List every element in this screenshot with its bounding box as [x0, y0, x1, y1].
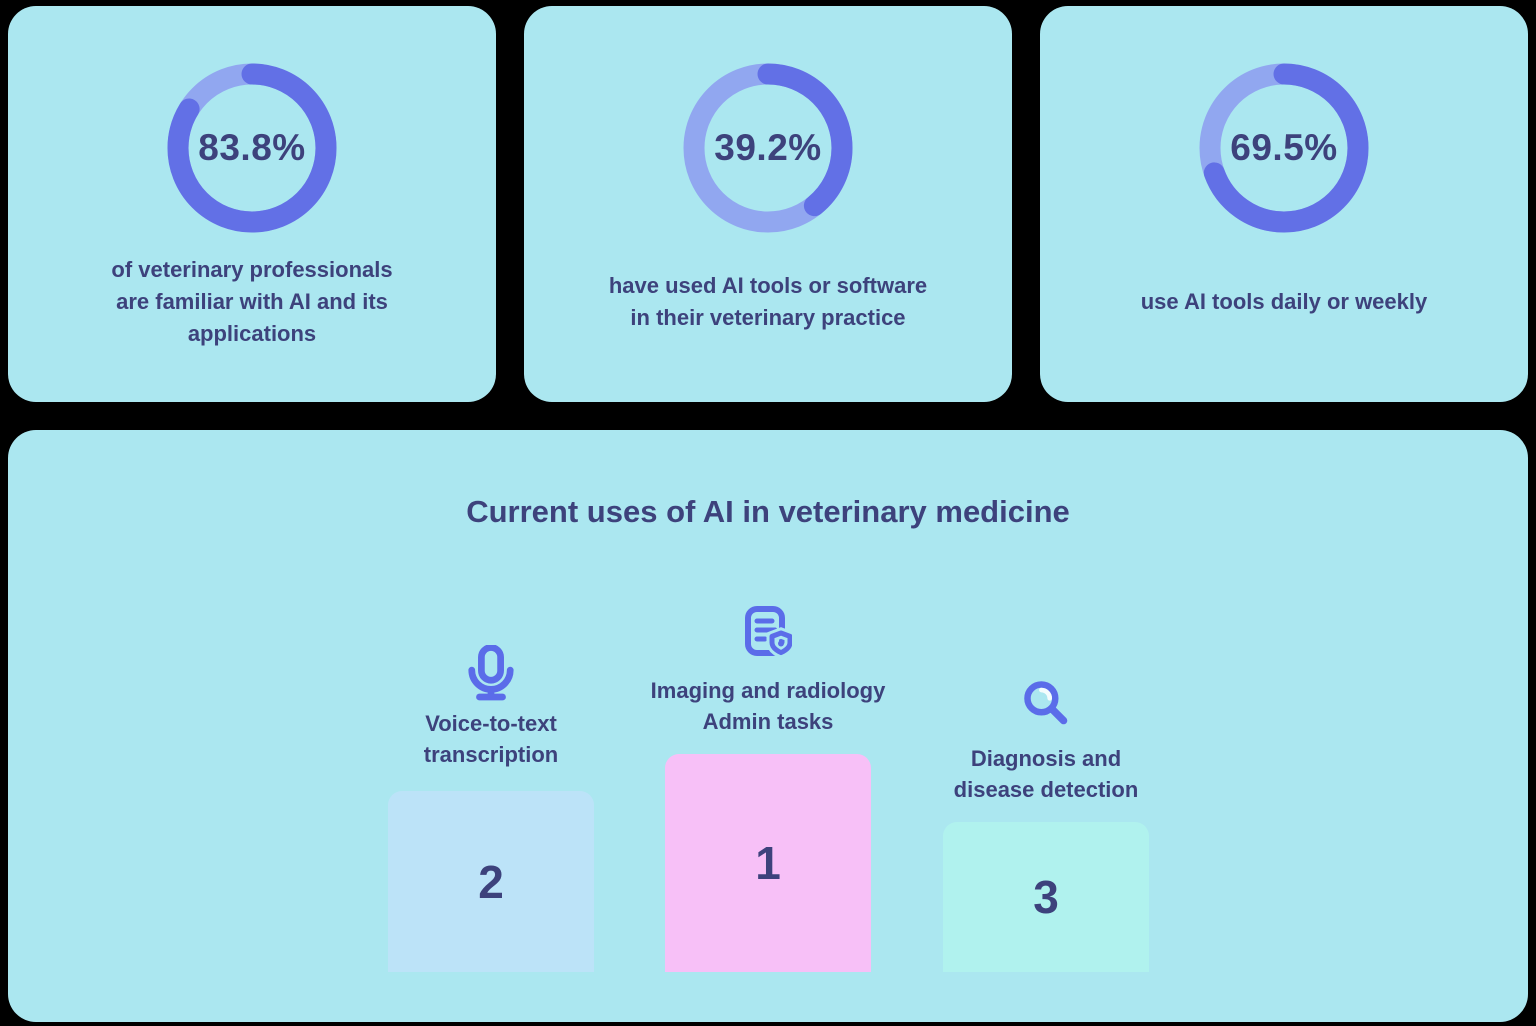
donut-value: 83.8% [198, 127, 306, 168]
magnifier-icon [1021, 678, 1071, 728]
rank-number: 1 [755, 837, 781, 889]
rank-box-1: 1 [665, 754, 871, 972]
usage-label: Voice-to-text transcription [423, 711, 559, 767]
usage-item-voice: Voice-to-text transcription 2 [351, 430, 631, 1022]
usage-item-diagnosis: Diagnosis and disease detection 3 [906, 430, 1186, 1022]
stat-caption: have used AI tools or software in their … [608, 273, 928, 330]
rank-box-2: 2 [388, 791, 594, 972]
usage-label: Imaging and radiology Admin tasks [650, 678, 886, 734]
stat-card-usage: 39.2% have used AI tools or software in … [524, 6, 1012, 402]
stat-caption: use AI tools daily or weekly [1140, 289, 1428, 314]
stat-card-familiarity: 83.8% of veterinary professionals are fa… [8, 6, 496, 402]
rank-number: 3 [1033, 871, 1059, 923]
usage-card: Current uses of AI in veterinary medicin… [8, 430, 1528, 1022]
section-title: Current uses of AI in veterinary medicin… [466, 494, 1070, 529]
donut-chart [683, 63, 853, 233]
stat-card-frequency: 69.5% use AI tools daily or weekly [1040, 6, 1528, 402]
donut-chart [167, 63, 337, 233]
usage-item-imaging: Imaging and radiology Admin tasks 1 [628, 430, 908, 1022]
donut-chart [1199, 63, 1369, 233]
document-shield-icon [744, 606, 796, 659]
usage-label: Diagnosis and disease detection [953, 746, 1139, 802]
rank-number: 2 [478, 855, 504, 908]
donut-value: 69.5% [1230, 127, 1338, 168]
donut-value: 39.2% [714, 127, 822, 168]
stat-caption: of veterinary professionals are familiar… [111, 257, 393, 346]
microphone-icon [466, 644, 516, 701]
rank-box-3: 3 [943, 822, 1149, 972]
